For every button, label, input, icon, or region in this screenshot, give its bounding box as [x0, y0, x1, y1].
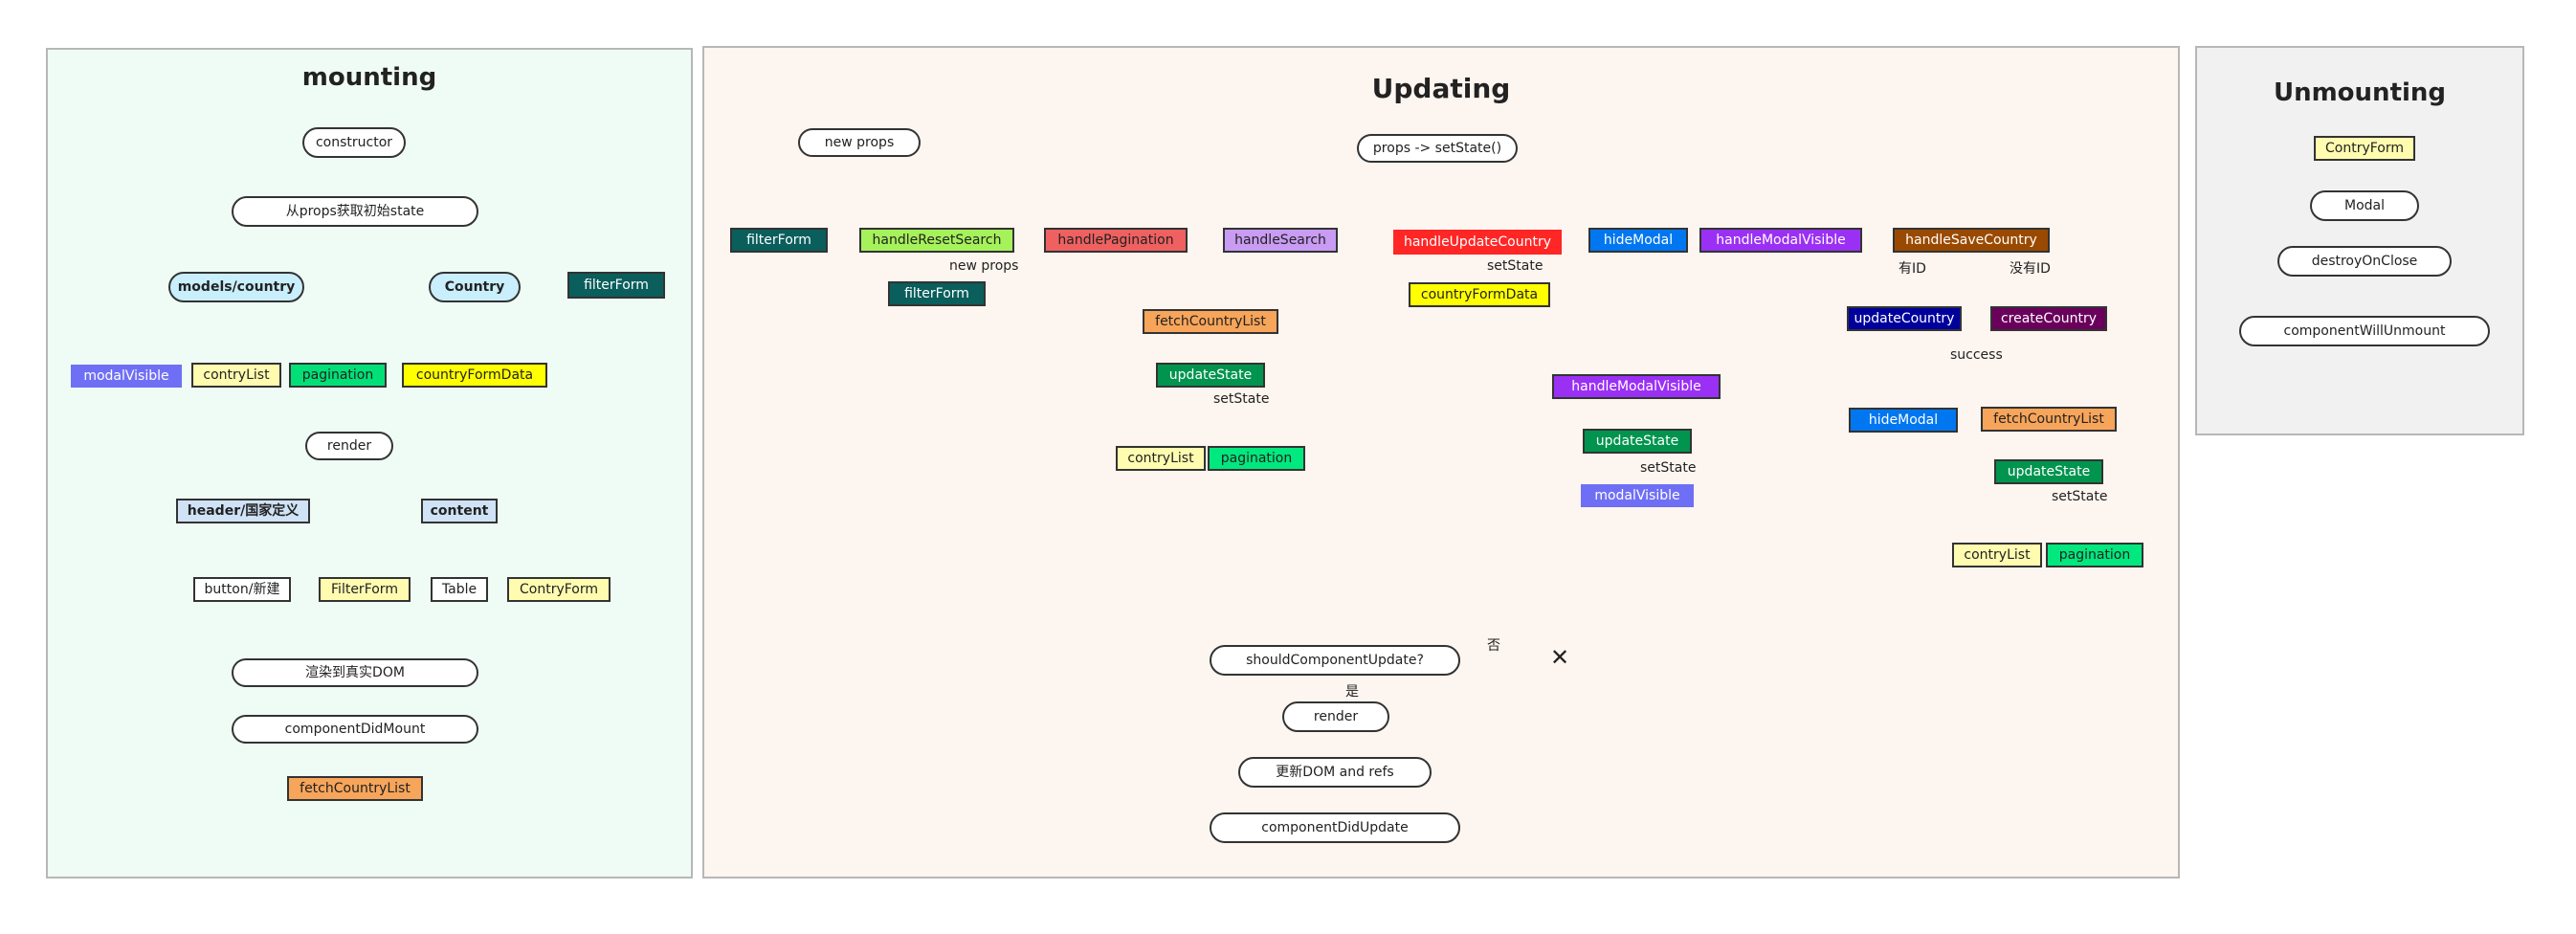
modal-visible-node: modalVisible	[71, 365, 182, 388]
hide-modal-node: hideModal	[1588, 228, 1688, 253]
modal-visible-state-node: modalVisible	[1581, 484, 1694, 507]
contry-form-component-node: ContryForm	[507, 577, 611, 602]
mounting-panel	[46, 48, 693, 878]
hide-modal-2-node: hideModal	[1849, 408, 1958, 433]
country-form-data-node: countryFormData	[402, 363, 547, 388]
update-country-form-data-node: countryFormData	[1409, 282, 1550, 307]
filter-form-a-node: filterForm	[730, 228, 828, 253]
unmount-contry-form-node: ContryForm	[2314, 136, 2415, 161]
success-label: success	[1950, 347, 2003, 363]
pagination-2-node: pagination	[2046, 543, 2143, 567]
set-state-label-2: setState	[1487, 258, 1543, 274]
no-label: 否	[1487, 638, 1500, 654]
new-props-label: new props	[949, 258, 1019, 274]
handle-modal-visible-node: handleModalVisible	[1699, 228, 1862, 253]
constructor-node: constructor	[302, 127, 406, 158]
update-country-node: updateCountry	[1847, 306, 1962, 331]
new-props-node: new props	[798, 128, 921, 157]
content-node: content	[421, 499, 498, 523]
mount-render-node: render	[305, 432, 393, 460]
update-dom-node: 更新DOM and refs	[1238, 757, 1432, 788]
update-fetch-country-list-2-node: fetchCountryList	[1981, 407, 2117, 432]
component-will-unmount-node: componentWillUnmount	[2239, 316, 2490, 346]
unmounting-panel	[2195, 46, 2524, 435]
pagination-node: pagination	[289, 363, 387, 388]
table-node: Table	[431, 577, 488, 602]
set-state-label-3: setState	[1640, 460, 1697, 476]
contry-list-2-node: contryList	[1952, 543, 2042, 567]
filter-form-component-node: FilterForm	[319, 577, 411, 602]
set-state-label-1: setState	[1213, 391, 1270, 407]
pagination-1-node: pagination	[1208, 446, 1305, 471]
close-icon: ✕	[1550, 644, 1570, 671]
handle-reset-search-node: handleResetSearch	[859, 228, 1014, 253]
updating-title: Updating	[1371, 73, 1511, 104]
update-render-node: render	[1282, 701, 1389, 732]
props-set-state-node: props -> setState()	[1357, 134, 1518, 163]
component-did-mount-node: componentDidMount	[232, 715, 478, 744]
should-component-update-node: shouldComponentUpdate?	[1210, 645, 1460, 676]
mount-fetch-country-list-node: fetchCountryList	[287, 776, 423, 801]
contry-list-1-node: contryList	[1116, 446, 1206, 471]
set-state-label-4: setState	[2052, 489, 2108, 504]
button-new-node: button/新建	[193, 577, 291, 602]
update-state-1-node: updateState	[1156, 363, 1265, 388]
models-country-node: models/country	[168, 272, 304, 302]
handle-save-country-node: handleSaveCountry	[1893, 228, 2050, 253]
filter-form-state-node: filterForm	[567, 272, 665, 299]
update-state-2-node: updateState	[1583, 429, 1692, 454]
updating-panel	[702, 46, 2180, 878]
no-id-label: 没有ID	[2010, 261, 2051, 277]
unmount-modal-node: Modal	[2310, 190, 2419, 221]
init-state-node: 从props获取初始state	[232, 196, 478, 227]
unmounting-title: Unmounting	[2273, 78, 2447, 107]
update-state-3-node: updateState	[1994, 459, 2103, 484]
destroy-on-close-node: destroyOnClose	[2277, 246, 2452, 277]
header-node: header/国家定义	[176, 499, 310, 523]
contry-list-node: contryList	[191, 363, 281, 388]
has-id-label: 有ID	[1899, 261, 1926, 277]
handle-update-country-node: handleUpdateCountry	[1393, 230, 1562, 255]
handle-search-node: handleSearch	[1223, 228, 1338, 253]
component-did-update-node: componentDidUpdate	[1210, 812, 1460, 843]
create-country-node: createCountry	[1990, 306, 2107, 331]
country-node: Country	[429, 272, 521, 302]
update-fetch-country-list-node: fetchCountryList	[1143, 309, 1278, 334]
filter-form-b-node: filterForm	[888, 281, 986, 306]
handle-pagination-node: handlePagination	[1044, 228, 1188, 253]
handle-modal-visible-2-node: handleModalVisible	[1552, 374, 1721, 399]
yes-label: 是	[1345, 684, 1359, 700]
mounting-title: mounting	[301, 63, 437, 92]
render-to-dom-node: 渲染到真实DOM	[232, 658, 478, 687]
